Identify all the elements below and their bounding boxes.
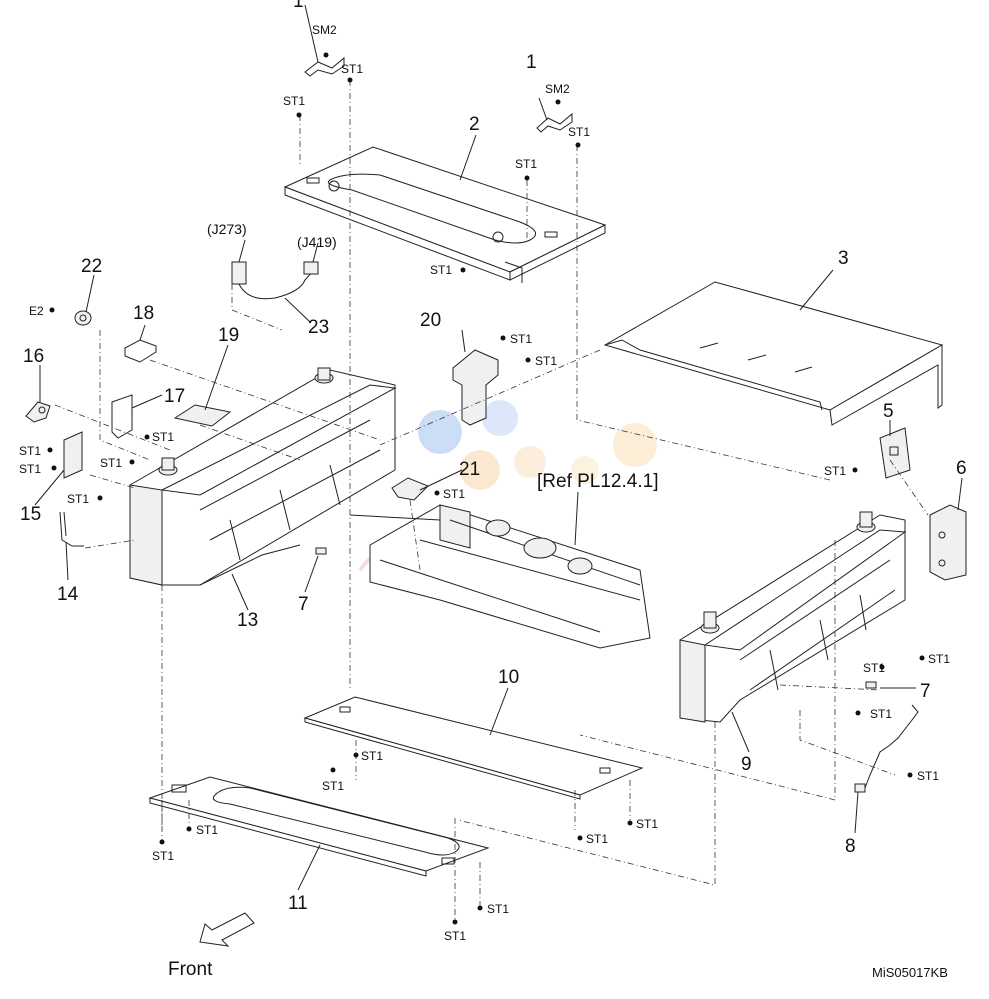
label-part-7-left: 7 bbox=[298, 594, 309, 615]
screw-points bbox=[47, 52, 925, 925]
st1-label: ST1 bbox=[100, 456, 122, 470]
bottom-plate-part-10 bbox=[303, 696, 644, 800]
label-part-1-top: 1 bbox=[293, 0, 304, 12]
st1-label: ST1 bbox=[443, 487, 465, 501]
label-part-2: 2 bbox=[469, 114, 480, 135]
bracket-part-1-top bbox=[304, 56, 345, 77]
leader-lines bbox=[34, 4, 963, 891]
st1-label: ST1 bbox=[928, 652, 950, 666]
label-part-1: 1 bbox=[526, 52, 537, 73]
rear-cover-part-3 bbox=[603, 281, 944, 426]
st1-label: ST1 bbox=[196, 823, 218, 837]
pad-part-7-right bbox=[865, 681, 877, 689]
label-part-16: 16 bbox=[23, 346, 44, 367]
label-part-10: 10 bbox=[498, 667, 519, 688]
left-side-frame-part-13 bbox=[129, 367, 397, 586]
label-part-7-right: 7 bbox=[920, 681, 931, 702]
latch-part-16 bbox=[25, 401, 51, 423]
label-part-5: 5 bbox=[883, 401, 894, 422]
bracket-part-18 bbox=[124, 339, 157, 363]
label-part-6: 6 bbox=[956, 458, 967, 479]
label-part-8: 8 bbox=[845, 836, 856, 857]
top-plate-part-2 bbox=[283, 146, 607, 283]
st1-label: ST1 bbox=[444, 929, 466, 943]
bracket-part-20 bbox=[452, 349, 499, 426]
e-ring-part-22 bbox=[74, 310, 92, 326]
st1-label: ST1 bbox=[152, 430, 174, 444]
st1-label: ST1 bbox=[917, 769, 939, 783]
label-part-23: 23 bbox=[308, 317, 329, 338]
label-part-14: 14 bbox=[57, 584, 79, 605]
ref-label: [Ref PL12.4.1] bbox=[537, 471, 658, 492]
e2-label: E2 bbox=[29, 304, 44, 318]
label-part-13: 13 bbox=[237, 610, 258, 631]
label-part-22: 22 bbox=[81, 256, 102, 277]
st1-label: ST1 bbox=[19, 462, 41, 476]
st1-label: ST1 bbox=[568, 125, 590, 139]
st1-label: ST1 bbox=[322, 779, 344, 793]
spring-part-14 bbox=[59, 511, 84, 547]
label-part-20: 20 bbox=[420, 310, 441, 331]
label-part-17: 17 bbox=[164, 386, 185, 407]
st1-label: ST1 bbox=[19, 444, 41, 458]
st1-label: ST1 bbox=[870, 707, 892, 721]
spring-part-8 bbox=[854, 704, 919, 793]
alignment-lines bbox=[54, 80, 929, 920]
st1-label: ST1 bbox=[636, 817, 658, 831]
harness-part-23 bbox=[231, 261, 319, 300]
st1-label: ST1 bbox=[361, 749, 383, 763]
st1-label: ST1 bbox=[341, 62, 363, 76]
front-arrow-icon bbox=[199, 912, 255, 947]
st1-label: ST1 bbox=[586, 832, 608, 846]
plate-part-15 bbox=[63, 431, 83, 479]
st1-label: ST1 bbox=[487, 902, 509, 916]
screw-code-labels: SM2 ST1 ST1 SM2 ST1 ST1 ST1 E2 ST1 ST1 S… bbox=[19, 23, 950, 943]
board-part-19 bbox=[173, 404, 232, 427]
st1-label: ST1 bbox=[863, 661, 885, 675]
reference-labels: [Ref PL12.4.1] (J273) (J419) Front MiS05… bbox=[168, 221, 948, 980]
connector-j419-label: (J419) bbox=[297, 234, 337, 250]
st1-label: ST1 bbox=[510, 332, 532, 346]
st1-label: ST1 bbox=[515, 157, 537, 171]
label-part-15: 15 bbox=[20, 504, 41, 525]
label-part-19: 19 bbox=[218, 325, 239, 346]
bottom-plate-part-11 bbox=[148, 776, 490, 877]
label-part-3: 3 bbox=[838, 248, 849, 269]
bracket-part-6 bbox=[929, 504, 967, 581]
front-label: Front bbox=[168, 959, 213, 980]
connector-j273-label: (J273) bbox=[207, 221, 247, 237]
sm2-label: SM2 bbox=[545, 82, 570, 96]
sm2-label: SM2 bbox=[312, 23, 337, 37]
label-part-11: 11 bbox=[288, 893, 308, 914]
st1-label: ST1 bbox=[535, 354, 557, 368]
center-module-assembly bbox=[349, 504, 651, 649]
st1-label: ST1 bbox=[152, 849, 174, 863]
st1-label: ST1 bbox=[67, 492, 89, 506]
st1-label: ST1 bbox=[283, 94, 305, 108]
figure-id: MiS05017KB bbox=[872, 965, 948, 980]
bracket-part-17 bbox=[111, 394, 133, 439]
label-part-18: 18 bbox=[133, 303, 154, 324]
part-number-labels: 1 1 2 3 5 6 7 7 8 9 10 11 13 14 15 16 17… bbox=[20, 0, 967, 914]
st1-label: ST1 bbox=[824, 464, 846, 478]
pad-part-7-left bbox=[315, 547, 327, 555]
st1-label: ST1 bbox=[430, 263, 452, 277]
label-part-21: 21 bbox=[459, 459, 480, 480]
label-part-9: 9 bbox=[741, 754, 752, 775]
right-side-frame-part-9 bbox=[679, 511, 907, 723]
plate-part-5 bbox=[879, 427, 911, 479]
connector-part-21 bbox=[391, 477, 429, 501]
bracket-part-1 bbox=[536, 112, 573, 133]
